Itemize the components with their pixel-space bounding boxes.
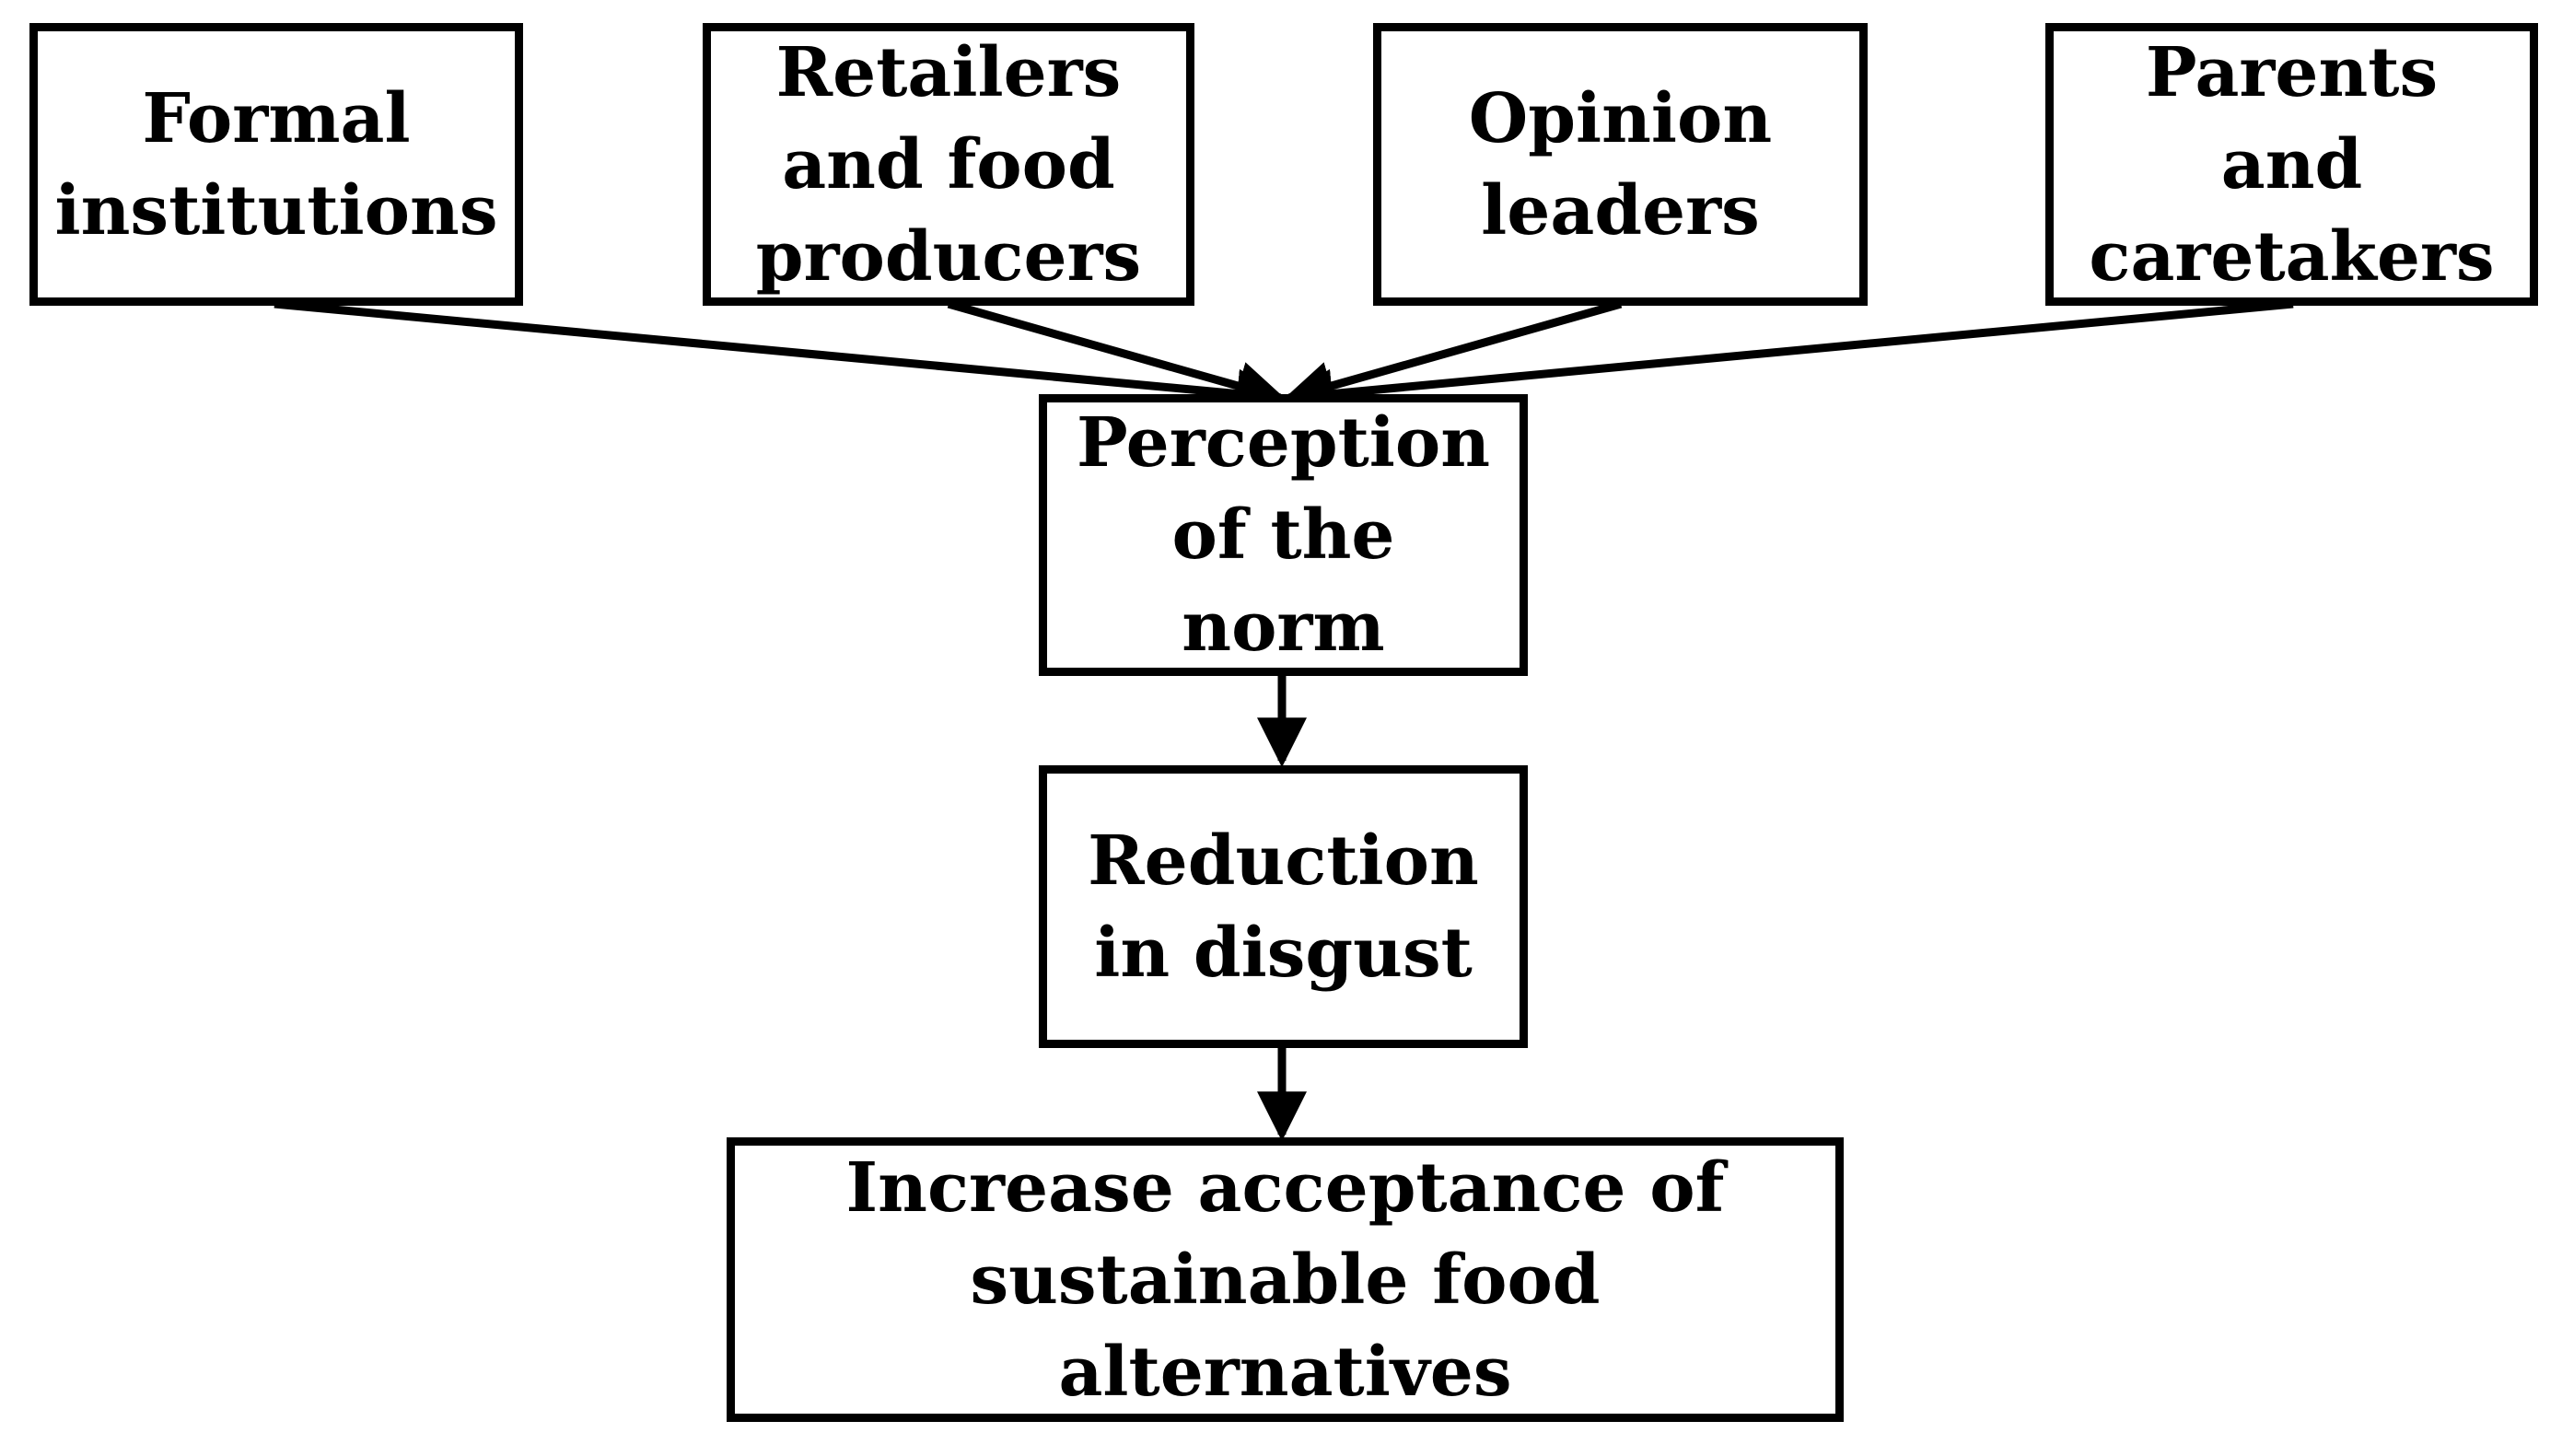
box-retailers-food-producers-label: Retailers and food producers	[755, 32, 1142, 297]
box-retailers-food-producers: Retailers and food producers	[703, 23, 1194, 306]
box-perception-of-norm-label: Perception of the norm	[1076, 403, 1491, 667]
arrow-retailers-to-perception	[947, 299, 1287, 411]
arrow-opinion-to-perception	[1283, 299, 1623, 411]
box-opinion-leaders-label: Opinion leaders	[1468, 78, 1773, 250]
box-increase-acceptance: Increase acceptance of sustainable food …	[727, 1137, 1844, 1422]
box-formal-institutions-label: Formal institutions	[54, 78, 498, 250]
box-reduction-in-disgust-label: Reduction in disgust	[1088, 821, 1479, 993]
box-opinion-leaders: Opinion leaders	[1373, 23, 1868, 306]
box-formal-institutions: Formal institutions	[29, 23, 523, 306]
box-parents-caretakers: Parents and caretakers	[2045, 23, 2538, 306]
arrow-parents-to-perception	[1282, 299, 2294, 419]
arrow-formal-to-perception	[274, 299, 1287, 419]
box-reduction-in-disgust: Reduction in disgust	[1039, 765, 1528, 1048]
box-increase-acceptance-label: Increase acceptance of sustainable food …	[845, 1147, 1725, 1412]
box-perception-of-norm: Perception of the norm	[1039, 394, 1528, 676]
box-parents-caretakers-label: Parents and caretakers	[2089, 32, 2495, 297]
